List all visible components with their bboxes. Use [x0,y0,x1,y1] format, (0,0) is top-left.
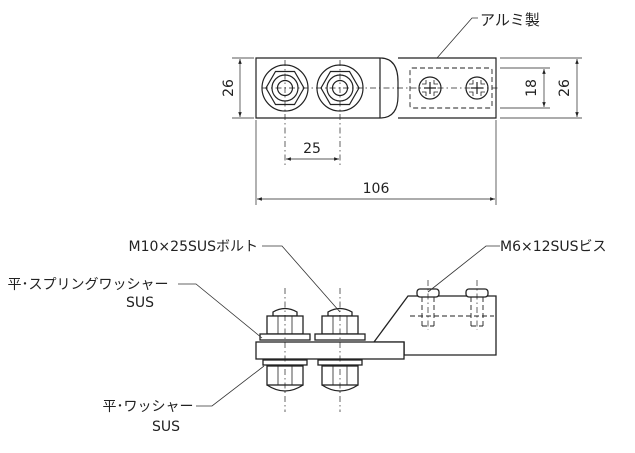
spring-washer-leader [178,283,263,339]
dim-height-right-label: 26 [557,79,573,97]
bolt-leader [262,245,341,313]
screw-2 [465,288,489,327]
dim-slot-height-label: 18 [524,79,540,97]
dim-pitch-label: 25 [303,141,321,157]
screw-1 [416,288,440,327]
dim-height-left-label: 26 [221,79,237,97]
dim-height-left [232,57,254,119]
dim-overall-length [255,120,497,205]
material-leader [436,17,478,59]
spring-washer-label-line1: 平･スプリングワッシャー [8,277,169,293]
plate-side [255,341,405,360]
dim-overall-length-label: 106 [363,181,390,197]
flat-washer-label-line1: 平･ワッシャー [103,399,194,415]
center-lines [262,60,500,165]
side-view: M10×25SUSボルト M6×12SUSビス 平･スプリングワッシャー SUS… [8,239,607,435]
flat-washer-label-line2: SUS [152,419,180,435]
side-center-lines [284,280,478,412]
dim-height-right [500,57,582,119]
bolt-label: M10×25SUSボルト [129,239,258,255]
screw-leader [427,245,500,293]
screw-label: M6×12SUSビス [500,239,607,255]
material-label: アルミ製 [480,11,540,29]
spring-washer-label-line2: SUS [126,295,154,311]
dim-slot-height [500,67,550,109]
flat-washer-leader [196,365,265,407]
top-view: アルミ製 26 18 26 25 106 [221,11,582,205]
